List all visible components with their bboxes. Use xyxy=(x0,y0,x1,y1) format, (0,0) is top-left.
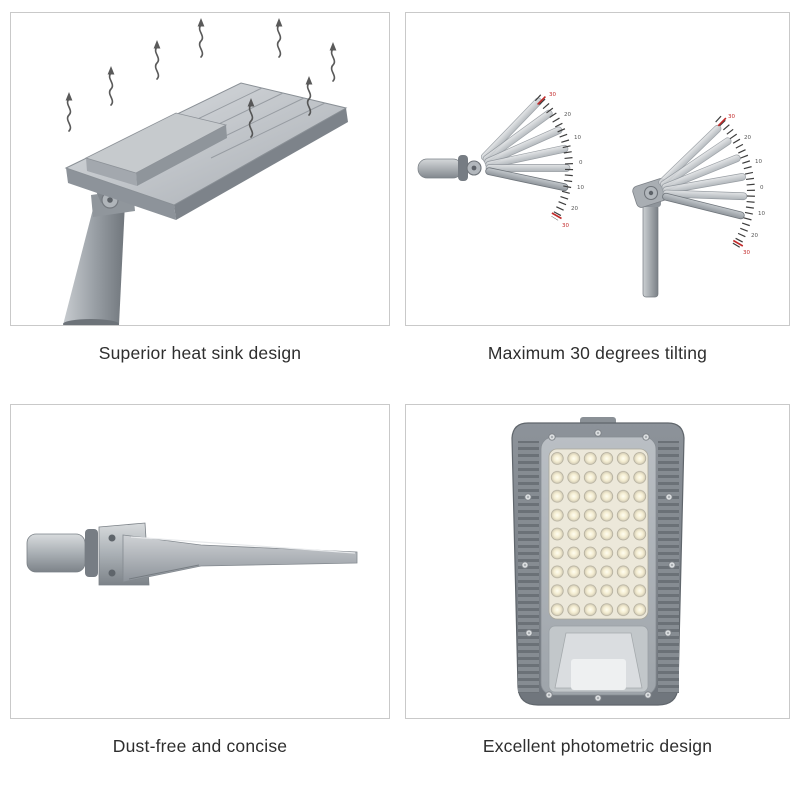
heat-sink-fins xyxy=(147,87,326,159)
tilt-scale-arc: 30 20 10 0 10 20 30 xyxy=(715,114,765,256)
tilt-blades xyxy=(479,96,571,192)
scale-max-tick xyxy=(732,239,744,247)
body-highlight xyxy=(130,536,356,554)
right-heat-sink-ribs xyxy=(658,441,679,693)
scale-max-tick xyxy=(717,117,727,127)
scale-max-tick xyxy=(537,96,546,105)
screw-icon xyxy=(545,691,553,699)
screw-icon xyxy=(524,493,532,501)
tilt-diagram-vertical-mount: 30 20 10 0 10 20 30 xyxy=(632,114,765,298)
lamp-head xyxy=(64,82,348,220)
scale-label: 10 xyxy=(758,211,765,217)
body-shadow-line xyxy=(128,564,200,580)
feature-panel-tilting: 30 20 10 0 10 20 30 xyxy=(405,12,790,364)
tilting-caption: Maximum 30 degrees tilting xyxy=(487,343,708,363)
screw-icon xyxy=(642,433,650,441)
tilt-blades xyxy=(656,123,748,221)
heat-wave-icon xyxy=(196,17,206,58)
screw-icon xyxy=(594,429,602,437)
screw-icon xyxy=(521,561,529,569)
scale-label: 0 xyxy=(579,160,583,166)
led-array xyxy=(549,449,648,619)
screw-icon xyxy=(644,691,652,699)
screw-icon xyxy=(665,493,673,501)
screw-icon xyxy=(525,629,533,637)
heat-wave-icon xyxy=(152,39,162,80)
scale-max-tick xyxy=(551,212,562,220)
street-light-front-view xyxy=(511,417,685,706)
scale-label: 10 xyxy=(577,185,584,191)
tilt-diagram-horizontal-mount: 30 20 10 0 10 20 30 xyxy=(417,92,584,229)
heat-wave-icon xyxy=(106,65,116,106)
screw-icon xyxy=(548,433,556,441)
scale-label: 20 xyxy=(571,206,578,212)
scale-label: 10 xyxy=(574,135,581,141)
dust-free-illustration xyxy=(26,522,358,586)
photometric-illustration xyxy=(511,417,685,706)
feature-panel-dust-free: Dust-free and concise xyxy=(10,404,390,757)
clamp-bolt xyxy=(108,569,116,577)
scale-label: 30 xyxy=(562,223,569,229)
screw-icon xyxy=(664,629,672,637)
heat-wave-icon xyxy=(64,91,74,132)
scale-label: 20 xyxy=(751,233,758,239)
reflector-glow xyxy=(571,659,626,690)
photometric-image-frame xyxy=(405,404,790,719)
heat-sink-illustration xyxy=(63,17,348,325)
tilt-mount xyxy=(417,158,463,179)
slim-lamp-body xyxy=(122,534,358,583)
lamp-pole xyxy=(63,189,135,325)
tilt-scale-arc: 30 20 10 0 10 20 30 xyxy=(534,92,584,229)
mount-collar xyxy=(85,529,98,577)
dust-free-caption: Dust-free and concise xyxy=(112,736,288,756)
photometric-caption: Excellent photometric design xyxy=(482,736,713,756)
tilting-image-frame: 30 20 10 0 10 20 30 xyxy=(405,12,790,326)
scale-label: 30 xyxy=(549,92,556,98)
scale-label: 20 xyxy=(564,112,571,118)
scale-label: 30 xyxy=(743,250,750,256)
heat-sink-image-frame xyxy=(10,12,390,326)
scale-label: 20 xyxy=(744,135,751,141)
screw-icon xyxy=(668,561,676,569)
scale-label: 10 xyxy=(755,159,762,165)
heat-wave-icon xyxy=(328,41,338,82)
feature-panel-heat-sink: Superior heat sink design xyxy=(10,12,390,364)
left-heat-sink-ribs xyxy=(518,441,539,693)
scale-label: 30 xyxy=(728,114,735,120)
mount-cylinder xyxy=(26,533,86,573)
screw-icon xyxy=(594,694,602,702)
street-light-side-view xyxy=(26,522,358,586)
dust-free-image-frame xyxy=(10,404,390,719)
heat-wave-icon xyxy=(274,17,284,58)
scale-label: 0 xyxy=(760,185,764,191)
feature-panel-photometric: Excellent photometric design xyxy=(405,404,790,757)
heat-sink-caption: Superior heat sink design xyxy=(98,343,302,363)
clamp-bolt xyxy=(108,534,116,542)
tilting-illustration: 30 20 10 0 10 20 30 xyxy=(417,92,765,298)
tilt-pole xyxy=(642,202,659,298)
